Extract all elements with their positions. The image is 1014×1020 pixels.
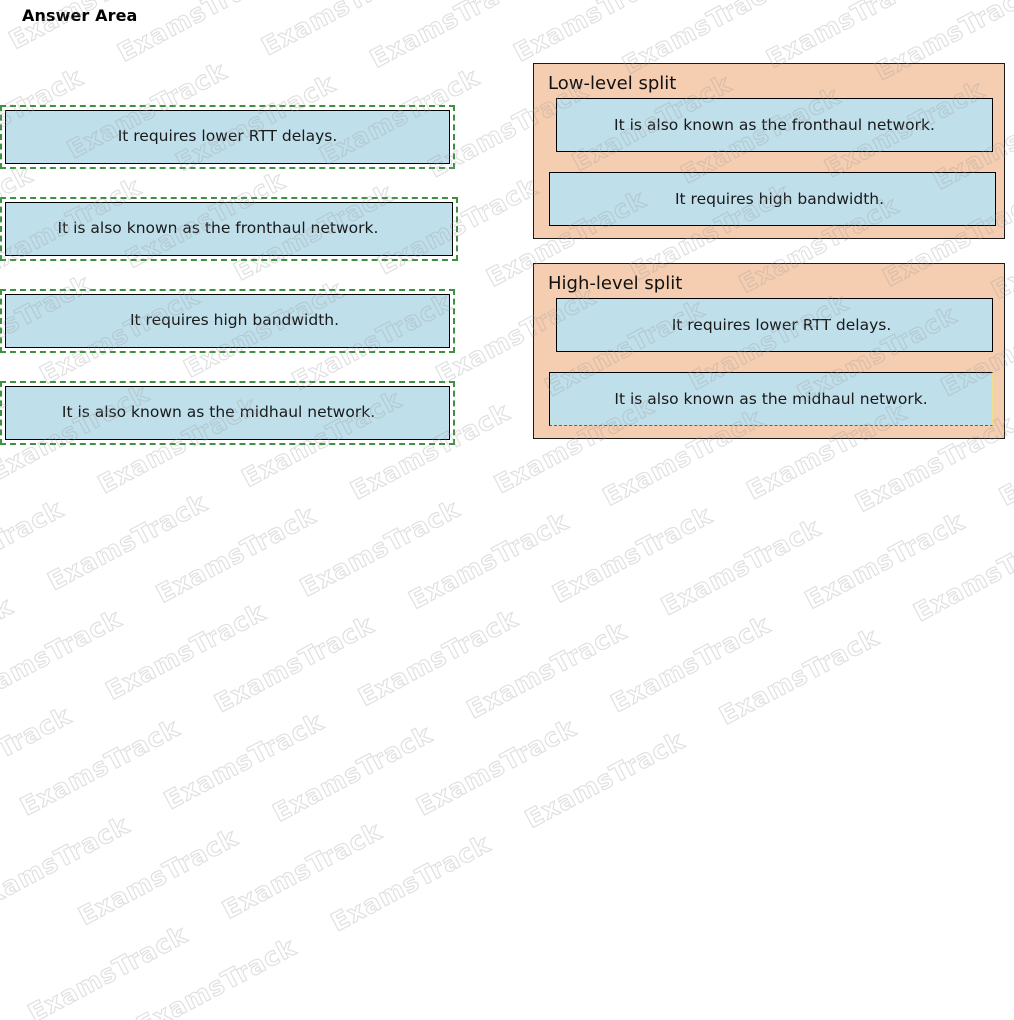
watermark-text: ExamsTrack — [218, 816, 387, 924]
source-item-list: It requires lower RTT delays. It is also… — [0, 105, 470, 473]
watermark-text: ExamsTrack — [74, 823, 243, 931]
watermark-text: ExamsTrack — [548, 500, 717, 608]
watermark-text: ExamsTrack — [354, 604, 523, 712]
drop-zone-low-level-split[interactable]: Low-level split It is also known as the … — [533, 63, 1005, 239]
drop-zone-title: Low-level split — [544, 70, 994, 98]
dropped-tile-label: It requires high bandwidth. — [550, 190, 995, 208]
watermark-text: ExamsTrack — [0, 810, 134, 918]
watermark-text: ExamsTrack — [462, 616, 631, 724]
drop-zone-list: Low-level split It is also known as the … — [533, 63, 1005, 463]
drop-zone-items: It requires lower RTT delays. It is also… — [544, 298, 994, 426]
source-tile[interactable]: It is also known as the midhaul network. — [0, 381, 455, 445]
watermark-text: ExamsTrack — [268, 719, 437, 827]
watermark-text: ExamsTrack — [800, 507, 969, 615]
source-tile-body[interactable]: It is also known as the midhaul network. — [5, 386, 450, 440]
watermark-text: ExamsTrack — [0, 701, 76, 809]
watermark-text: ExamsTrack — [412, 713, 581, 821]
watermark-text: ExamsTrack — [326, 829, 495, 937]
drop-zone-title: High-level split — [544, 270, 994, 298]
dropped-tile-label: It is also known as the midhaul network. — [550, 390, 992, 408]
watermark-text: ExamsTrack — [295, 494, 464, 602]
watermark-text: ExamsTrack — [210, 610, 379, 718]
watermark-text: ExamsTrack — [520, 726, 689, 834]
watermark-text: ExamsTrack — [656, 513, 825, 621]
watermark-text: ExamsTrack — [15, 713, 184, 821]
watermark-text: ExamsTrack — [715, 622, 884, 730]
watermark-text: ExamsTrack — [257, 0, 426, 61]
watermark-text: ExamsTrack — [0, 604, 126, 712]
watermark-text: ExamsTrack — [159, 707, 328, 815]
source-tile-label: It is also known as the fronthaul networ… — [6, 220, 452, 237]
dropped-tile[interactable]: It is also known as the fronthaul networ… — [556, 98, 993, 152]
watermark-text: ExamsTrack — [365, 0, 534, 74]
dropped-tile[interactable]: It requires lower RTT delays. — [556, 298, 993, 352]
watermark-text: ExamsTrack — [0, 591, 18, 699]
watermark-text: ExamsTrack — [509, 0, 678, 67]
source-tile-label: It requires high bandwidth. — [6, 312, 449, 329]
dropped-tile[interactable]: It is also known as the midhaul network. — [549, 372, 993, 426]
watermark-text: ExamsTrack — [606, 610, 775, 718]
source-tile-body[interactable]: It is also known as the fronthaul networ… — [5, 202, 453, 256]
watermark-text: ExamsTrack — [151, 500, 320, 608]
source-tile[interactable]: It requires lower RTT delays. — [0, 105, 455, 169]
watermark-text: ExamsTrack — [132, 932, 301, 1020]
drop-zone-items: It is also known as the fronthaul networ… — [544, 98, 994, 226]
source-tile-body[interactable]: It requires high bandwidth. — [5, 294, 450, 348]
drop-zone-high-level-split[interactable]: High-level split It requires lower RTT d… — [533, 263, 1005, 439]
source-tile[interactable]: It is also known as the fronthaul networ… — [0, 197, 458, 261]
watermark-text: ExamsTrack — [113, 0, 282, 67]
source-tile-label: It requires lower RTT delays. — [6, 128, 449, 145]
source-tile[interactable]: It requires high bandwidth. — [0, 289, 455, 353]
watermark-text: ExamsTrack — [101, 597, 270, 705]
dropped-tile-label: It requires lower RTT delays. — [557, 316, 992, 334]
watermark-text: ExamsTrack — [404, 507, 573, 615]
watermark-text: ExamsTrack — [0, 494, 68, 602]
source-tile-label: It is also known as the midhaul network. — [6, 404, 449, 421]
watermark-text: ExamsTrack — [909, 519, 1014, 627]
watermark-text: ExamsTrack — [23, 920, 192, 1020]
watermark-text: ExamsTrack — [43, 488, 212, 596]
dropped-tile[interactable]: It requires high bandwidth. — [549, 172, 996, 226]
page-title: Answer Area — [22, 6, 137, 25]
source-tile-body[interactable]: It requires lower RTT delays. — [5, 110, 450, 164]
dropped-tile-label: It is also known as the fronthaul networ… — [557, 116, 992, 134]
